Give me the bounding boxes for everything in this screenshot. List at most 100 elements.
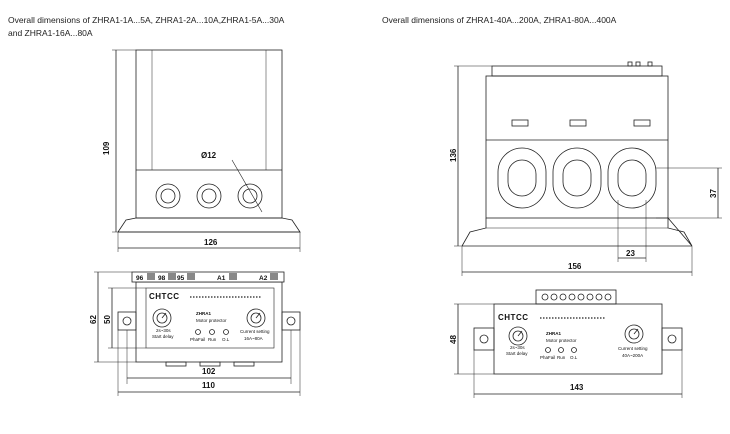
led-run [209, 329, 215, 335]
left-title-line1: Overall dimensions of ZHRA1-1A...5A, ZHR… [8, 15, 285, 25]
left-cable-hole-2 [196, 183, 222, 209]
right-start-delay-range: 2s~30s [510, 345, 525, 350]
right-cable-window-3 [607, 147, 657, 209]
right-mount-ear-right [661, 327, 683, 351]
left-brand-logo-text: CHTCC [149, 292, 180, 301]
terminal-a2-label: A2 [259, 275, 268, 282]
right-front-height-dim: 48 [449, 335, 458, 344]
right-cable-window-1-inner [507, 159, 537, 197]
left-front-view: 96 98 95 A1 A2 CHTCC 2s~30s Start delay … [89, 271, 301, 396]
mount-screw-hole [286, 316, 296, 326]
right-body-outline [485, 75, 669, 219]
start-delay-dial [152, 308, 172, 328]
right-slot-3 [633, 119, 651, 127]
terminal-hole [595, 293, 603, 301]
left-cable-hole-3-inner [242, 188, 258, 204]
terminal-hole [577, 293, 585, 301]
right-cable-window-3-inner [617, 159, 647, 197]
terminal-95-label: 95 [177, 275, 185, 282]
left-inner-height-dim: 50 [103, 315, 112, 324]
right-led-run [558, 347, 564, 353]
right-height-dim: 136 [449, 148, 458, 162]
right-top-cap [491, 65, 663, 77]
right-start-delay-dial [508, 326, 528, 346]
current-setting-dial [246, 308, 266, 328]
terminal-96-label: 96 [136, 275, 144, 282]
right-diagram-title: Overall dimensions of ZHRA1-40A...200A, … [382, 15, 617, 25]
terminal-hole [541, 293, 549, 301]
terminal-a1-label: A1 [217, 275, 226, 282]
right-product-label: Motor protector [546, 338, 577, 343]
current-range-label: 16A~80A [244, 336, 263, 341]
right-slot-2 [569, 119, 587, 127]
right-mounting-base [461, 216, 693, 247]
right-mount-ear-left [473, 327, 495, 351]
terminal-screw [168, 273, 176, 280]
right-led-ol [571, 347, 577, 353]
left-cable-hole-1 [155, 183, 181, 209]
terminal-hole [586, 293, 594, 301]
dial-pointer [517, 330, 523, 337]
terminal-screw [229, 273, 237, 280]
left-outer-width-dim: 110 [202, 381, 215, 390]
left-model-label: ZHRA1 [196, 311, 211, 316]
terminal-screw [270, 273, 278, 280]
led-run-label: Run [208, 337, 217, 342]
right-cable-window-2-inner [562, 159, 592, 197]
right-current-setting-dial [624, 324, 644, 344]
dial-pointer [633, 328, 639, 335]
right-top-pin [627, 61, 633, 67]
left-outer-height-dim: 62 [89, 315, 98, 324]
right-width-dim: 156 [568, 262, 582, 271]
right-slot-1 [511, 119, 529, 127]
led-ol [223, 329, 229, 335]
right-cable-window-1 [497, 147, 547, 209]
right-current-setting-label: Current setting [618, 346, 648, 351]
right-side-view: 136 37 23 156 [449, 61, 722, 276]
left-mount-ear-right [281, 311, 301, 331]
right-start-delay-dial-knob [512, 330, 524, 342]
terminal-screw [187, 273, 195, 280]
led-phafail-label: PhaFail [190, 337, 205, 342]
hole-diameter-leader [231, 159, 263, 213]
start-delay-label: Start delay [152, 334, 174, 339]
led-ol-label: O.L [222, 337, 230, 342]
terminal-hole [568, 293, 576, 301]
mount-screw-hole [122, 316, 132, 326]
right-cable-window-2 [552, 147, 602, 209]
right-led-phafail-label: PhaFail [540, 355, 555, 360]
right-led-phafail [545, 347, 551, 353]
current-setting-label: Current setting [240, 329, 270, 334]
left-faceplate [145, 287, 275, 349]
led-phafail [195, 329, 201, 335]
hole-diameter-label: Ø12 [201, 151, 217, 160]
left-product-label: Motor protector [196, 318, 227, 323]
left-width-dim: 126 [204, 238, 218, 247]
left-cable-hole-3 [237, 183, 263, 209]
bottom-tab [233, 361, 255, 367]
left-height-dim: 109 [102, 141, 111, 155]
dial-pointer [161, 312, 167, 319]
left-cable-hole-1-inner [160, 188, 176, 204]
mount-screw-hole [479, 334, 489, 344]
left-title-line2: and ZHRA1-16A...80A [8, 28, 93, 38]
left-side-view: Ø12 109 126 [102, 49, 301, 252]
right-model-label: ZHRA1 [546, 331, 561, 336]
left-inner-width-dim: 102 [202, 367, 216, 376]
right-window-offset-dim: 23 [626, 249, 635, 258]
right-front-view: CHTCC 2s~30s Start delay ZHRA1 Motor pro… [449, 289, 683, 398]
left-body-outline [135, 49, 283, 219]
right-top-pin [647, 61, 653, 67]
terminal-hole [559, 293, 567, 301]
right-front-width-dim: 143 [570, 383, 584, 392]
right-start-delay-label: Start delay [506, 351, 528, 356]
dial-pointer [255, 312, 261, 319]
left-mounting-base [117, 217, 301, 233]
right-window-height-dim: 37 [709, 189, 718, 198]
terminal-98-label: 98 [158, 275, 166, 282]
right-top-pin [635, 61, 641, 67]
right-current-range-label: 40A~200A [622, 353, 643, 358]
right-brand-logo-text: CHTCC [498, 313, 529, 322]
right-led-run-label: Run [557, 355, 566, 360]
